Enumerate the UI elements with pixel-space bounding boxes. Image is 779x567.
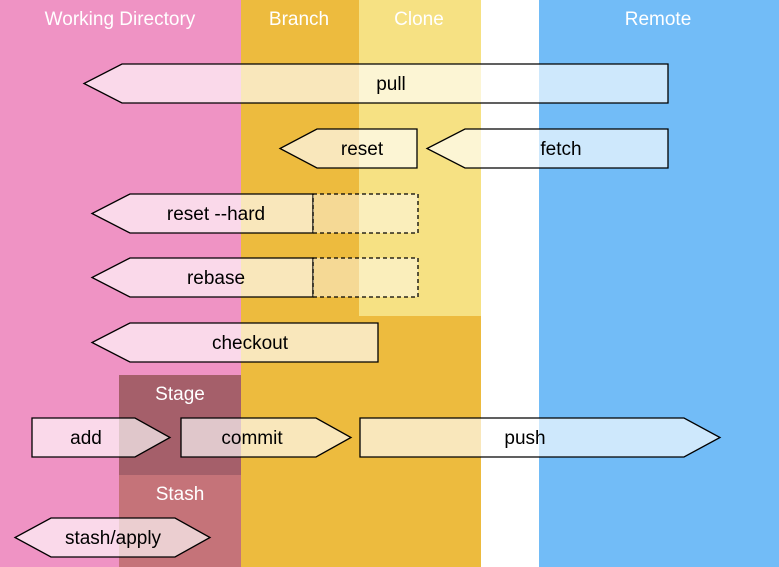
add-label: add bbox=[70, 428, 102, 449]
stash-apply-arrow bbox=[13, 517, 212, 558]
fetch-arrow bbox=[425, 128, 669, 169]
stash-apply-label: stash/apply bbox=[65, 528, 162, 549]
fetch-label: fetch bbox=[540, 139, 581, 160]
checkout-label: checkout bbox=[212, 333, 289, 354]
branch-label: Branch bbox=[269, 9, 329, 30]
push-arrow bbox=[359, 417, 722, 458]
commit-arrow bbox=[180, 417, 353, 458]
checkout-arrow bbox=[90, 322, 379, 363]
stash-label: Stash bbox=[156, 484, 205, 505]
reset-arrow bbox=[278, 128, 418, 169]
clone-label: Clone bbox=[394, 9, 444, 30]
rebase-dashed-box bbox=[312, 257, 419, 298]
push-label: push bbox=[504, 428, 545, 449]
pull-arrow bbox=[82, 63, 669, 104]
reset-hard-dashed-box bbox=[312, 193, 419, 234]
working-directory-label: Working Directory bbox=[45, 9, 196, 30]
remote-label: Remote bbox=[625, 9, 692, 30]
add-arrow bbox=[31, 417, 172, 458]
pull-label: pull bbox=[376, 74, 406, 95]
reset-label: reset bbox=[341, 139, 384, 160]
reset-hard-label: reset --hard bbox=[167, 204, 265, 225]
rebase-label: rebase bbox=[187, 268, 245, 289]
stage-label: Stage bbox=[155, 384, 205, 405]
commit-label: commit bbox=[221, 428, 283, 449]
